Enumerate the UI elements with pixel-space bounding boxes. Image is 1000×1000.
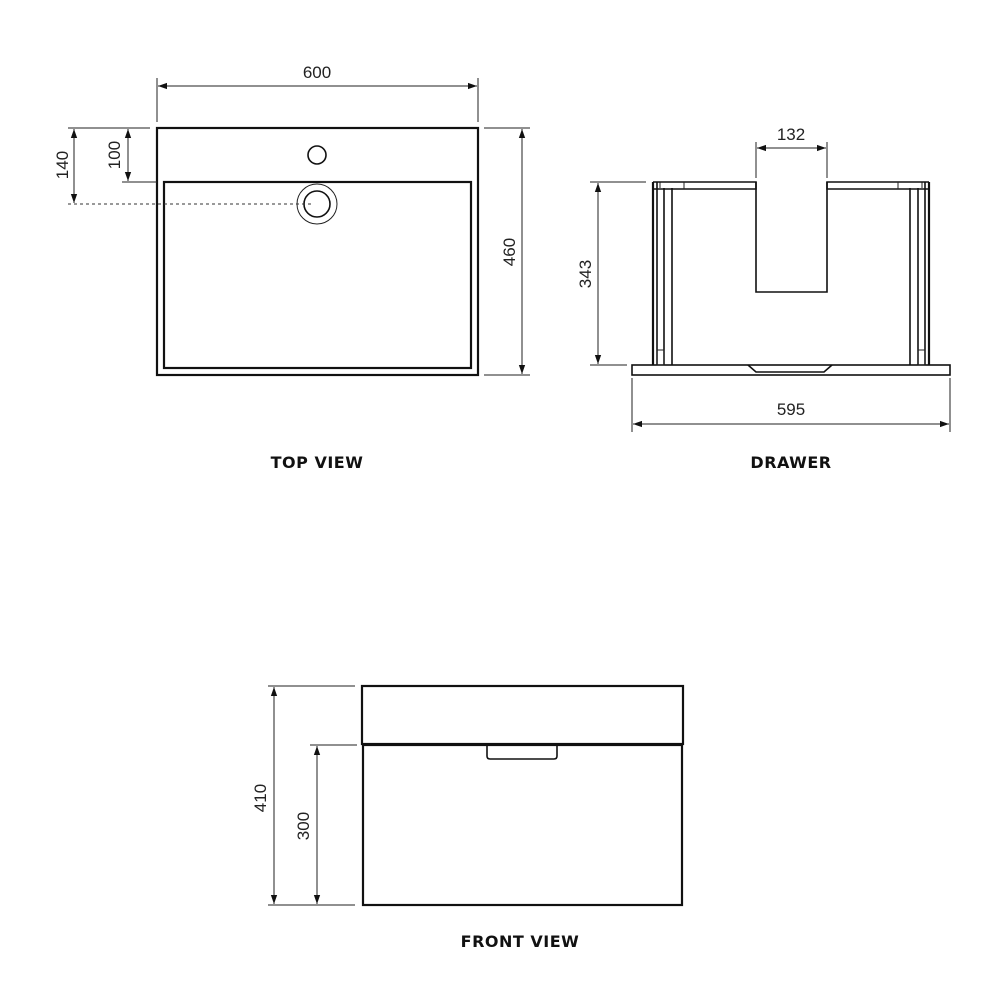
dim-drawer-height-343: 343 xyxy=(576,260,595,288)
cabinet-front xyxy=(361,743,684,907)
dim-cutout-132: 132 xyxy=(777,125,805,144)
dim-drawer-height-300: 300 xyxy=(294,812,313,840)
tap-hole-icon xyxy=(307,145,327,165)
dim-width-600: 600 xyxy=(303,63,331,82)
dim-total-height-410: 410 xyxy=(251,784,270,812)
drawer-left-side xyxy=(651,182,673,366)
drawer-top-rail-right xyxy=(826,181,929,190)
drawer-right-side xyxy=(909,182,931,366)
drawer-view: 132 343 595 DRAWER xyxy=(576,125,951,472)
top-view: 600 460 100 140 TOP VIEW xyxy=(53,63,530,472)
basin-bowl xyxy=(162,180,473,370)
basin-front xyxy=(360,684,685,746)
drawer-top-rail-left xyxy=(653,181,757,190)
basin-outline xyxy=(155,126,480,377)
dim-depth-460: 460 xyxy=(500,238,519,266)
drawer-siphon-cutout xyxy=(755,182,828,293)
dim-tap-offset-100: 100 xyxy=(105,141,124,169)
front-view-label: FRONT VIEW xyxy=(461,932,580,951)
front-view: 410 300 FRONT VIEW xyxy=(251,684,685,951)
drawer-front-plate xyxy=(631,364,951,376)
dim-drain-offset-140: 140 xyxy=(53,151,72,179)
drawer-label: DRAWER xyxy=(750,453,831,472)
drawer-handle xyxy=(486,745,558,760)
drain-inner-icon xyxy=(303,190,331,218)
dim-drawer-width-595: 595 xyxy=(777,400,805,419)
top-view-label: TOP VIEW xyxy=(271,453,364,472)
